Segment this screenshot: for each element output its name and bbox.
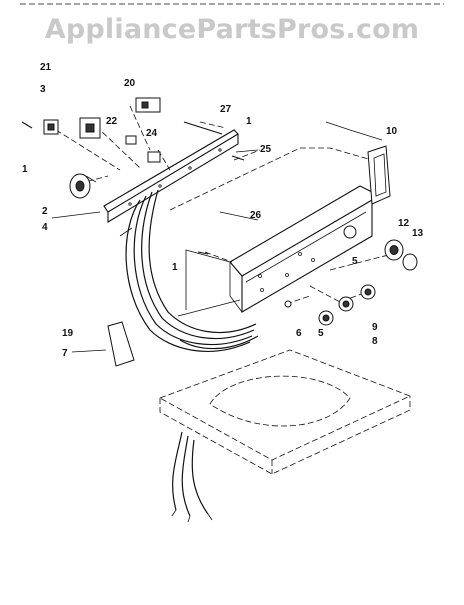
callout-5-lower: 5 <box>318 328 324 339</box>
callout-8: 8 <box>372 336 378 347</box>
callout-2: 2 <box>42 206 48 217</box>
side-bracket <box>185 249 231 310</box>
callout-5-upper: 5 <box>352 256 358 267</box>
lower-edge <box>177 299 241 317</box>
callout-27: 27 <box>220 104 232 115</box>
callout-13: 13 <box>412 228 424 239</box>
clip <box>125 135 137 145</box>
callout-19: 20 <box>124 78 136 89</box>
bracket-clip <box>135 97 161 113</box>
callout-12: 12 <box>398 218 410 229</box>
lower-wires <box>171 431 213 523</box>
rotary-switch <box>79 117 101 139</box>
callout-10: 10 <box>386 126 398 137</box>
screw-front <box>197 251 209 255</box>
wire-harness <box>125 189 259 352</box>
rear-outline <box>169 147 373 211</box>
callout-4: 4 <box>42 222 48 233</box>
watermark: AppliancePartsPros.com <box>44 14 420 45</box>
switch-part <box>43 119 59 135</box>
callout-24: 25 <box>260 144 272 155</box>
callout-26: 26 <box>250 210 262 221</box>
screw <box>21 121 33 129</box>
callout-9: 9 <box>372 322 378 333</box>
callout-20: 21 <box>40 62 52 73</box>
knob-13 <box>402 253 418 271</box>
callout-1-left: 1 <box>22 164 28 175</box>
knob-12 <box>384 239 404 261</box>
callout-6: 6 <box>296 328 302 339</box>
callout-3: 3 <box>40 84 46 95</box>
timer-knob <box>69 173 97 199</box>
screw-small <box>231 155 245 161</box>
cabinet-top <box>159 349 412 475</box>
connector <box>147 151 161 163</box>
callout-1-top: 1 <box>246 116 252 127</box>
callout-1-mid: 1 <box>172 262 178 273</box>
screw-rod <box>183 121 223 135</box>
small-knobs <box>318 284 376 326</box>
callout-22: 24 <box>146 128 158 139</box>
pad <box>107 321 135 367</box>
end-cap <box>367 145 391 205</box>
screw-6 <box>284 300 292 308</box>
mounting-bracket <box>103 129 239 223</box>
callout-21: 22 <box>106 116 118 127</box>
callout-25: 19 <box>62 328 74 339</box>
console-panel <box>229 185 373 313</box>
callout-7: 7 <box>62 348 68 359</box>
